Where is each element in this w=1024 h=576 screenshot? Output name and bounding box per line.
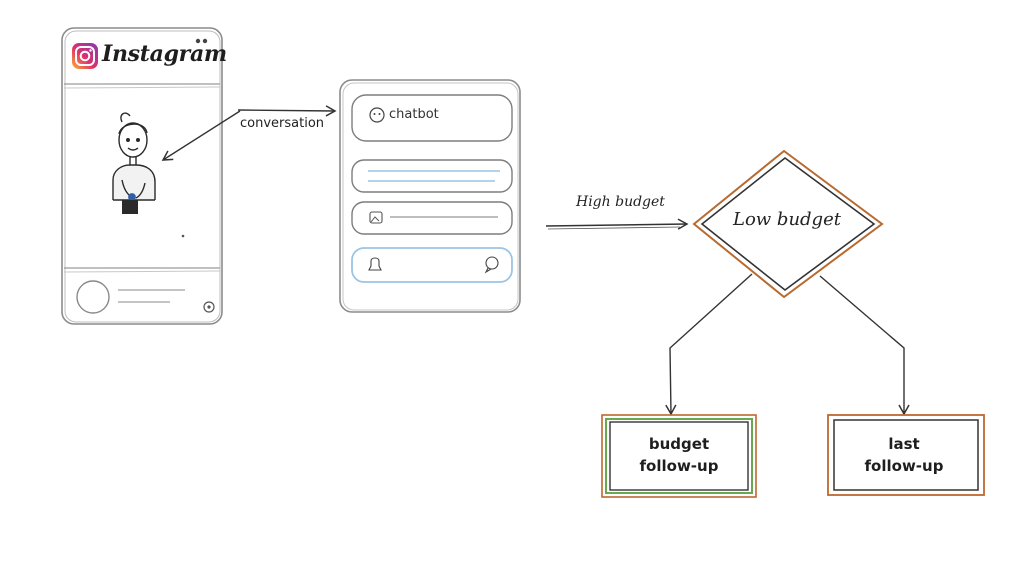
outcome-label-budget-follow-up: budget follow-up — [639, 435, 719, 475]
chatbot-face-icon — [369, 107, 385, 123]
phone-mockup — [61, 27, 223, 325]
branch-connector-right — [819, 275, 910, 416]
bell-icon — [368, 257, 382, 271]
image-icon — [369, 211, 383, 224]
outcome-box-budget-follow-up — [601, 414, 757, 498]
conversation-connector — [161, 105, 337, 161]
chatbot-title: chatbot — [389, 107, 439, 122]
conversation-edge-label: conversation — [240, 116, 325, 131]
camera-icon — [203, 301, 215, 313]
person-sketch-icon — [112, 112, 156, 214]
status-dot-icon — [195, 38, 201, 44]
instagram-wordmark: Instagram — [102, 41, 227, 67]
outcome-label-last-follow-up: last follow-up — [864, 435, 944, 475]
decision-label: Low budget — [733, 209, 841, 230]
decision-diamond — [692, 149, 884, 299]
chat-bubble-icon — [484, 256, 499, 274]
high-budget-edge-label: High budget — [576, 194, 665, 210]
profile-avatar-icon — [76, 280, 110, 314]
branch-connector-left — [665, 273, 753, 416]
status-dot-icon — [202, 38, 208, 44]
outcome-box-last-follow-up — [827, 414, 985, 496]
chatbot-window — [339, 79, 521, 313]
instagram-logo-icon — [72, 43, 98, 69]
high-budget-connector — [545, 218, 689, 230]
